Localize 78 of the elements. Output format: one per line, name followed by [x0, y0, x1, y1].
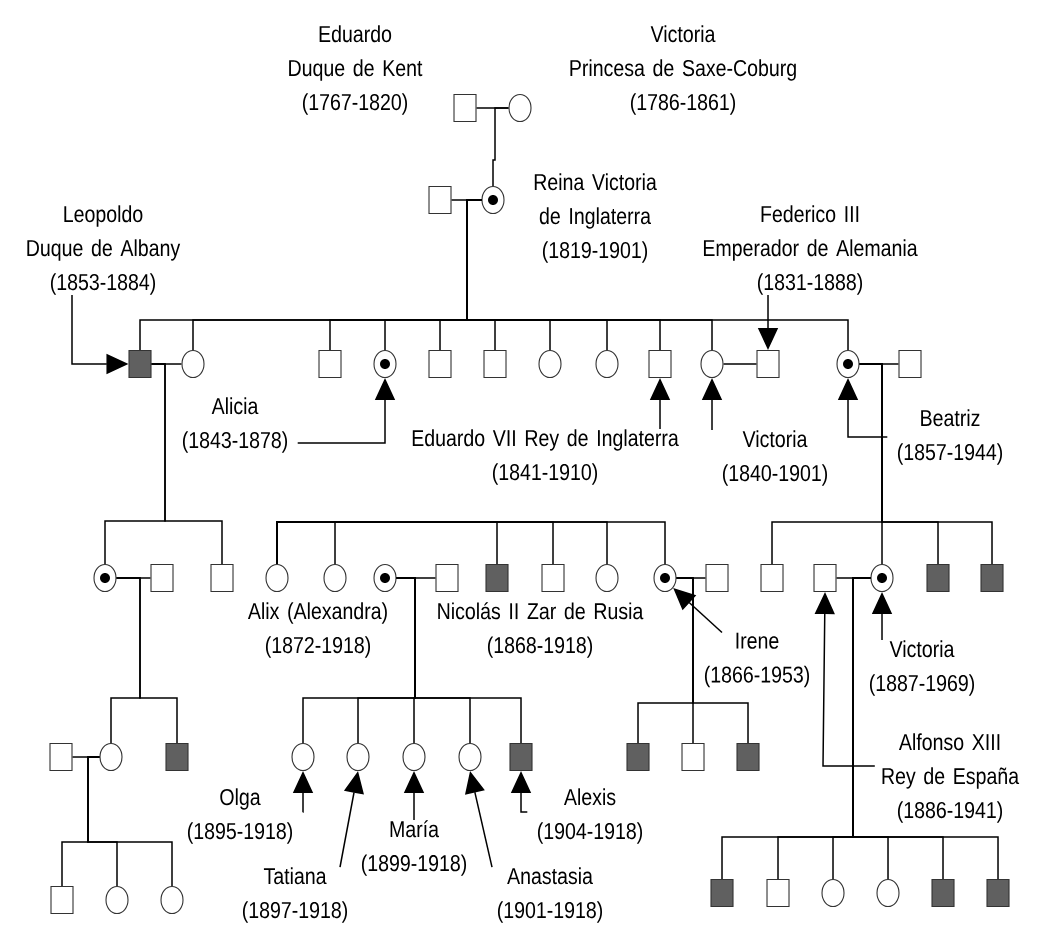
name-label: Olga (1895-1918)	[187, 788, 293, 844]
square-symbol	[428, 185, 452, 215]
circle-symbol	[181, 349, 205, 379]
circle-symbol	[821, 878, 845, 908]
circle-symbol	[346, 742, 370, 772]
square-symbol	[483, 349, 507, 379]
descent-line	[675, 577, 749, 744]
square-symbol	[898, 349, 922, 379]
name-label: Anastasia (1901-1918)	[497, 867, 603, 923]
descent-line	[466, 199, 849, 351]
circle-symbol	[538, 349, 562, 379]
square-symbol	[681, 742, 705, 772]
name-label: María (1899-1918)	[361, 820, 467, 876]
name-label: Irene (1866-1953)	[704, 632, 810, 688]
name-label: Victoria (1840-1901)	[722, 430, 828, 486]
filled-square-symbol	[165, 742, 189, 772]
descent-line	[858, 363, 993, 565]
descent-line	[115, 577, 178, 744]
filled-square-symbol	[710, 878, 734, 908]
circle-symbol	[700, 349, 724, 379]
descent-line	[395, 577, 522, 744]
square-symbol	[210, 563, 234, 593]
filled-square-symbol	[485, 563, 509, 593]
filled-square-symbol	[736, 742, 760, 772]
name-label: Reina Victoria de Inglaterra (1819-1901)	[534, 173, 657, 263]
descent-line	[492, 107, 510, 187]
square-symbol	[150, 563, 174, 593]
name-label: Victoria (1887-1969)	[869, 640, 975, 696]
couple-line	[722, 363, 758, 365]
name-label: Eduardo Duque de Kent (1767-1820)	[289, 25, 423, 115]
name-label: Federico III Emperador de Alemania (1831-1888)	[703, 205, 918, 295]
filled-square-symbol	[128, 349, 152, 379]
square-symbol	[541, 563, 565, 593]
name-label: Nicolás II Zar de Rusia (1868-1918)	[438, 602, 644, 658]
name-label: Beatriz (1857-1944)	[897, 409, 1003, 465]
square-symbol	[760, 563, 784, 593]
square-symbol	[318, 349, 342, 379]
filled-square-symbol	[926, 563, 950, 593]
dotted-circle-symbol	[373, 349, 397, 379]
descent-line	[852, 577, 999, 880]
dotted-circle-symbol	[870, 563, 894, 593]
name-label: Alexis (1904-1918)	[537, 788, 643, 844]
circle-symbol	[291, 742, 315, 772]
filled-square-symbol	[931, 878, 955, 908]
dotted-circle-symbol	[93, 563, 117, 593]
descent-line	[87, 756, 173, 887]
circle-symbol	[402, 742, 426, 772]
circle-symbol	[595, 563, 619, 593]
descent-line	[150, 363, 223, 565]
filled-square-symbol	[509, 742, 533, 772]
name-label: Tatiana (1897-1918)	[242, 867, 348, 923]
name-label: Eduardo VII Rey de Inglaterra (1841-1910)	[412, 429, 679, 485]
square-symbol	[50, 885, 74, 915]
square-symbol	[49, 742, 73, 772]
filled-square-symbol	[980, 563, 1004, 593]
square-symbol	[766, 878, 790, 908]
name-label: Alix (Alexandra) (1872-1918)	[247, 602, 387, 658]
square-symbol	[428, 349, 452, 379]
name-label: Victoria Princesa de Saxe-Coburg (1786-1861)	[570, 25, 796, 115]
filled-square-symbol	[986, 878, 1010, 908]
circle-symbol	[323, 563, 347, 593]
circle-symbol	[99, 742, 123, 772]
square-symbol	[705, 563, 729, 593]
square-symbol	[813, 563, 837, 593]
circle-symbol	[265, 563, 289, 593]
dotted-circle-symbol	[653, 563, 677, 593]
circle-symbol	[458, 742, 482, 772]
dotted-circle-symbol	[836, 349, 860, 379]
circle-symbol	[595, 349, 619, 379]
name-label: Alicia (1843-1878)	[182, 397, 288, 453]
square-symbol	[648, 349, 672, 379]
filled-square-symbol	[626, 742, 650, 772]
circle-symbol	[160, 885, 184, 915]
circle-symbol	[876, 878, 900, 908]
square-symbol	[756, 349, 780, 379]
name-label: Alfonso XIII Rey de España (1886-1941)	[882, 733, 1020, 823]
name-label: Leopoldo Duque de Albany (1853-1884)	[27, 205, 181, 295]
circle-symbol	[105, 885, 129, 915]
